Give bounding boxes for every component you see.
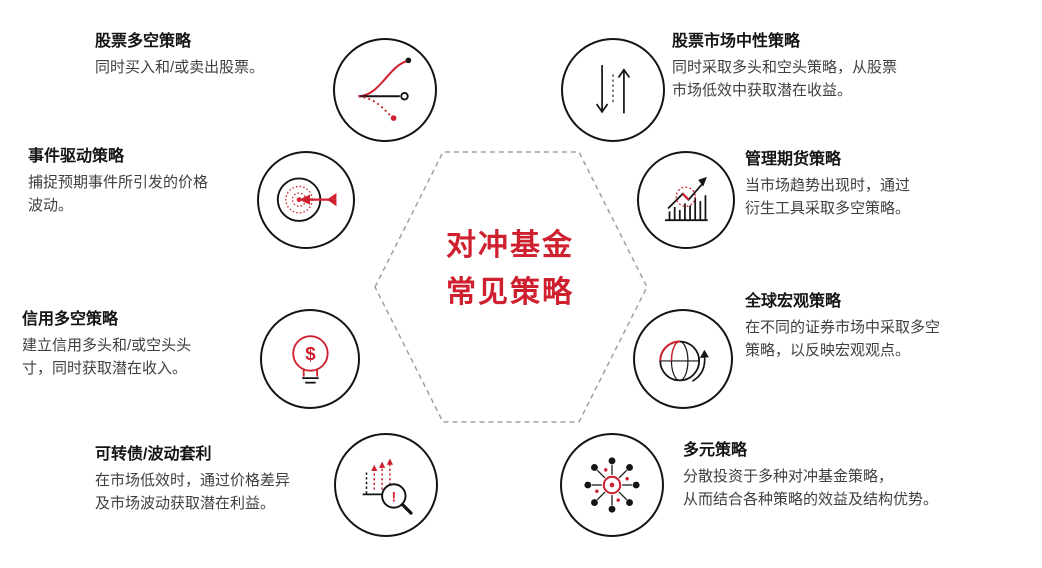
strategy-title: 股票多空策略: [95, 33, 192, 50]
center-title-line1: 对冲基金: [446, 229, 574, 262]
strategy-circle-global-macro: [633, 309, 733, 409]
strategy-title: 事件驱动策略: [28, 148, 125, 165]
magnifier-chart-icon: !: [362, 458, 413, 515]
lightbulb-dollar-icon: $: [291, 334, 329, 384]
strategy-text-credit-long-short: 信用多空策略 建立信用多头和/或空头头 寸，同时获取潜在收入。: [22, 309, 222, 380]
strategy-text-convertible-volatility-arb: 可转债/波动套利 在市场低效时，通过价格差异 及市场波动获取潜在利益。: [95, 444, 305, 515]
target-dart-icon: [277, 177, 337, 223]
strategy-text-multi-strategy: 多元策略 分散投资于多种对冲基金策略， 从而结合各种策略的效益及结构优势。: [683, 440, 953, 511]
network-hub-icon: [584, 457, 640, 513]
strategy-desc: 同时采取多头和空头策略，从股票 市场低效中获取潜在收益。: [672, 59, 898, 99]
strategy-desc: 捕捉预期事件所引发的价格 波动。: [28, 174, 209, 214]
center-title: 对冲基金 常见策略: [373, 231, 647, 308]
strategy-desc: 在不同的证券市场中采取多空 策略，以反映宏观观点。: [745, 319, 941, 359]
strategy-title: 信用多空策略: [22, 311, 119, 328]
strategy-desc: 在市场低效时，通过价格差异 及市场波动获取潜在利益。: [95, 472, 291, 512]
up-down-arrows-icon: [595, 65, 631, 114]
strategy-desc: 同时买入和/或卖出股票。: [95, 59, 265, 76]
center-title-line2: 常见策略: [446, 276, 574, 309]
strategy-text-global-macro: 全球宏观策略 在不同的证券市场中采取多空 策略，以反映宏观观点。: [745, 291, 960, 362]
dollar-symbol: $: [305, 343, 316, 364]
strategy-text-equity-market-neutral: 股票市场中性策略 同时采取多头和空头策略，从股票 市场低效中获取潜在收益。: [672, 31, 917, 102]
strategy-circle-credit-long-short: $: [260, 309, 360, 409]
strategy-text-managed-futures: 管理期货策略 当市场趋势出现时，通过 衍生工具采取多空策略。: [745, 149, 930, 220]
strategy-text-event-driven: 事件驱动策略 捕捉预期事件所引发的价格 波动。: [28, 146, 228, 217]
strategy-circle-multi-strategy: [560, 433, 664, 537]
strategy-circle-convertible-volatility-arb: !: [334, 433, 438, 537]
strategy-desc: 建立信用多头和/或空头头 寸，同时获取潜在收入。: [22, 337, 192, 377]
exclamation-symbol: !: [391, 488, 396, 504]
strategy-circle-managed-futures: [637, 151, 735, 249]
strategy-title: 全球宏观策略: [745, 293, 842, 310]
strategy-circle-equity-market-neutral: [561, 38, 665, 142]
strategy-title: 多元策略: [683, 442, 748, 459]
globe-arrow-icon: [658, 340, 709, 382]
strategy-desc: 当市场趋势出现时，通过 衍生工具采取多空策略。: [745, 177, 911, 217]
strategy-text-equity-long-short: 股票多空策略 同时买入和/或卖出股票。: [95, 31, 335, 79]
strategy-title: 可转债/波动套利: [95, 446, 212, 463]
strategy-desc: 分散投资于多种对冲基金策略， 从而结合各种策略的效益及结构优势。: [683, 468, 939, 508]
strategy-circle-event-driven: [257, 151, 355, 249]
bar-chart-trend-icon: [665, 177, 708, 222]
strategy-title: 股票市场中性策略: [672, 33, 801, 50]
strategy-circle-equity-long-short: [333, 38, 437, 142]
rising-curve-icon: [358, 57, 412, 121]
strategy-title: 管理期货策略: [745, 151, 842, 168]
